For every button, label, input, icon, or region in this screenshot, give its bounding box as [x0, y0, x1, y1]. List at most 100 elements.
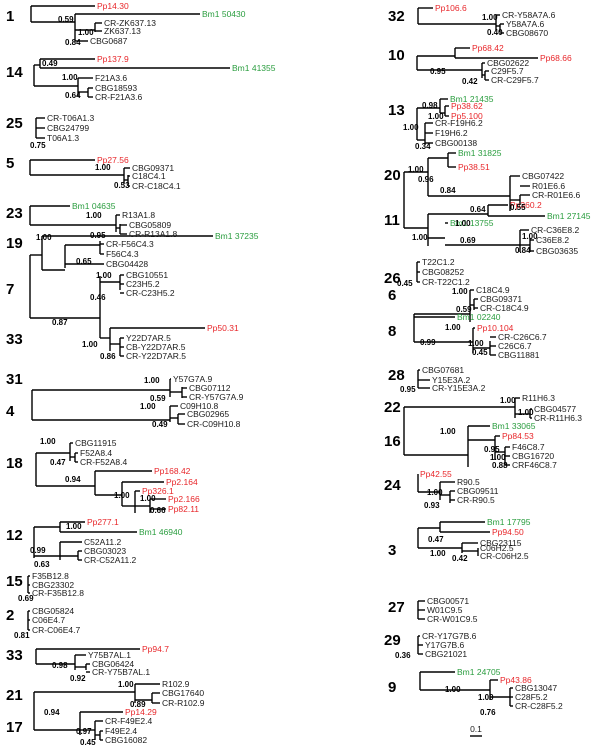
support-value: 0.66: [150, 506, 166, 515]
support-value: 0.99: [30, 546, 46, 555]
leaf-label: CB-Y22D7AR.5: [126, 342, 186, 352]
leaf-label: Bm1 37235: [215, 231, 259, 241]
group-number: 28: [388, 367, 405, 384]
leaf-label: CBG05824: [32, 606, 74, 616]
leaf-label: C06H2.5: [480, 543, 514, 553]
leaf-label: R11H6.3: [522, 393, 555, 403]
support-value: 0.87: [52, 318, 68, 327]
leaf-label: CR-C18C4.1: [132, 181, 181, 191]
support-value: 0.47: [50, 458, 66, 467]
leaf-label: CR-C28F5.2: [515, 701, 563, 711]
tree-branches: [27, 5, 545, 741]
leaf-label: Y15E3A.2: [432, 375, 471, 385]
leaf-label: CBG18593: [95, 83, 137, 93]
leaf-label: F46C8.7: [512, 442, 545, 452]
leaf-label: CR-R11H6.3: [534, 413, 582, 423]
group-number: 24: [384, 477, 401, 494]
leaf-label: CR-F21A3.6: [95, 92, 143, 102]
support-value: 1.00: [118, 680, 134, 689]
support-value: 0.81: [14, 631, 30, 640]
leaf-label: CBG04428: [106, 259, 148, 269]
support-value: 0.84: [515, 246, 531, 255]
group-number: 13: [388, 102, 405, 119]
leaf-label: CR-T06A1.3: [47, 113, 95, 123]
leaf-label: CR-Y22D7AR.5: [126, 351, 186, 361]
support-value: 0.36: [395, 651, 411, 660]
leaf-label: CR-F52A8.4: [80, 457, 128, 467]
leaf-label: CR-C09H10.8: [187, 419, 241, 429]
support-value: 0.59: [58, 15, 74, 24]
support-value: 1.00: [452, 287, 468, 296]
leaf-label: CR-R13A1.8: [129, 229, 177, 239]
leaf-label: Bm1 13755: [450, 218, 494, 228]
support-value: 0.95: [430, 67, 446, 76]
leaf-label: CBG09371: [132, 163, 174, 173]
leaf-label: CR-Y57G7A.9: [189, 392, 244, 402]
leaf-label: T22C1.2: [422, 257, 455, 267]
support-value: 0.92: [70, 674, 86, 683]
leaf-label: Pp168.42: [154, 466, 191, 476]
leaf-label: CBG02622: [487, 58, 529, 68]
leaf-label: CR-F35B12.8: [32, 588, 84, 598]
support-value: 1.00: [82, 340, 98, 349]
leaf-label: Bm1 31825: [458, 148, 502, 158]
group-number: 7: [6, 281, 14, 298]
support-value: 0.59: [150, 394, 166, 403]
leaf-label: Bm1 17795: [487, 517, 531, 527]
leaf-label: CR-C18C4.9: [480, 303, 529, 313]
support-value: 0.49: [152, 420, 168, 429]
support-value: 0.53: [114, 181, 130, 190]
leaf-label: CR-R90.5: [457, 495, 495, 505]
support-value: 1.00: [518, 408, 534, 417]
leaf-label: CBG03023: [84, 546, 126, 556]
support-value: 1.00: [408, 165, 424, 174]
support-value: 1.00: [468, 339, 484, 348]
support-value: 1.00: [114, 491, 130, 500]
support-value: 1.00: [500, 396, 516, 405]
leaf-label: Pp2.166: [168, 494, 200, 504]
leaf-label: Y58A7A.6: [506, 19, 545, 29]
leaf-label: CBG05809: [129, 220, 171, 230]
group-number: 31: [6, 371, 23, 388]
leaf-label: CR-Y58A7A.6: [502, 10, 556, 20]
leaf-label: Bm1 50430: [202, 9, 246, 19]
support-value: 0.45: [397, 279, 413, 288]
leaf-label: Bm1 27145: [547, 211, 591, 221]
support-value: 1.00: [96, 271, 112, 280]
leaf-label: CBG04577: [534, 404, 576, 414]
group-number: 6: [388, 287, 396, 304]
leaf-label: Pp43.86: [500, 675, 532, 685]
group-number: 11: [384, 212, 400, 229]
leaf-label: CR-C52A11.2: [84, 555, 137, 565]
group-number: 32: [388, 8, 405, 25]
leaf-label: Pp137.9: [97, 54, 129, 64]
support-value: 1.00: [445, 685, 461, 694]
leaf-label: CRF46C8.7: [512, 460, 557, 470]
support-value: 0.97: [76, 727, 92, 736]
leaf-label: CR-C26C6.7: [498, 332, 547, 342]
leaf-label: C23H5.2: [126, 279, 160, 289]
leaf-label: CR-Y75B7AL.1: [92, 667, 150, 677]
support-value: 0.42: [462, 77, 478, 86]
leaf-label: R90.5: [457, 477, 480, 487]
support-value: 1.00: [427, 488, 443, 497]
leaf-label: Pp360.2: [510, 200, 542, 210]
support-value: 0.84: [440, 186, 456, 195]
leaf-label: CBG21021: [425, 649, 467, 659]
support-value: 1.00: [86, 211, 102, 220]
leaf-label: Pp38.62: [451, 101, 483, 111]
leaf-label: CR-C06E4.7: [32, 625, 80, 635]
leaf-label: R102.9: [162, 679, 190, 689]
leaf-label: Y75B7AL.1: [88, 650, 131, 660]
support-value: 1.00: [36, 233, 52, 242]
support-value: 1.00: [140, 402, 156, 411]
leaf-label: CBG00138: [435, 138, 477, 148]
leaf-label: CBG02965: [187, 409, 229, 419]
leaf-label: CBG07422: [522, 171, 564, 181]
group-number: 18: [6, 455, 23, 472]
support-value: 0.75: [30, 141, 46, 150]
leaf-label: CBG24799: [47, 123, 89, 133]
leaf-label: CBG09371: [480, 294, 522, 304]
leaf-label: CR-R102.9: [162, 698, 205, 708]
